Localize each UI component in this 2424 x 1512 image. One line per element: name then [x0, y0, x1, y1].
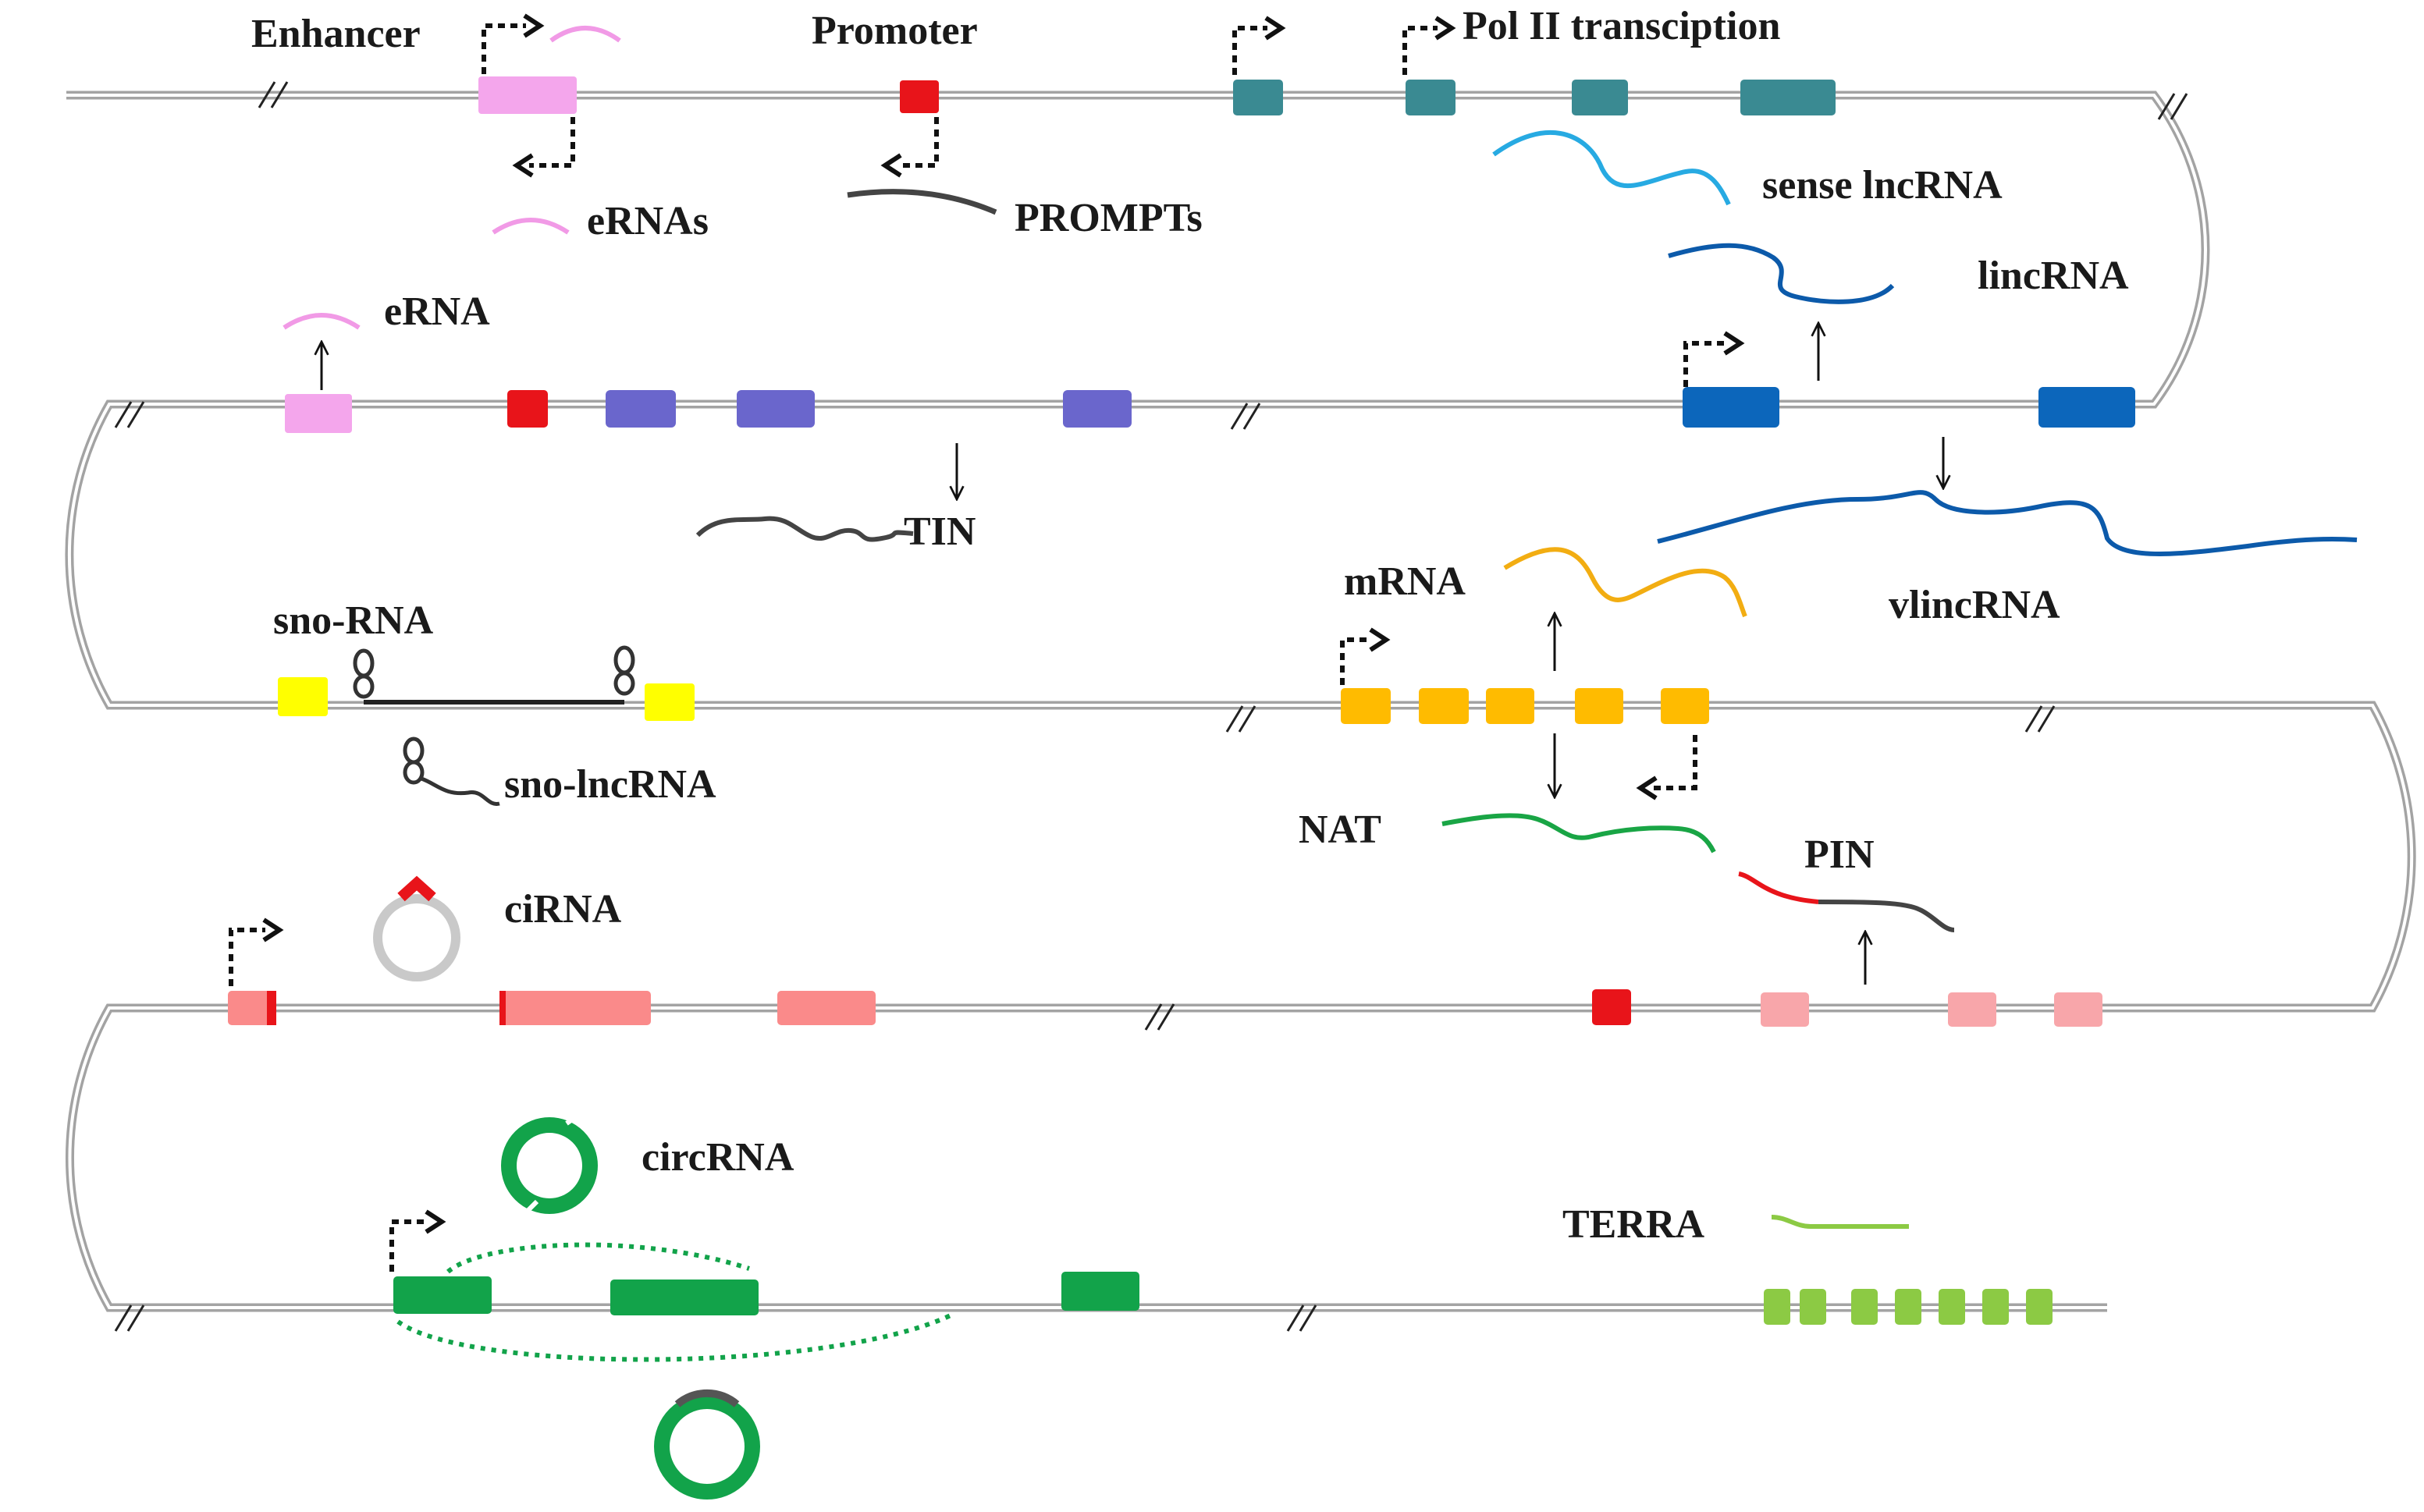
- pin-exon-1: [1761, 992, 1809, 1027]
- cirna-lariat-tail: [397, 875, 436, 902]
- circrna-ring-bottom: [654, 1393, 760, 1500]
- polii-exon-3: [1572, 80, 1628, 115]
- pin-promoter-block: [1592, 989, 1631, 1025]
- ci-exon-1: [228, 991, 276, 1025]
- circ-exon-1: [393, 1276, 492, 1314]
- nat-reverse-arrow: [1653, 735, 1697, 790]
- mrna-strand: [1503, 547, 1747, 618]
- mrna-exon-1: [1341, 688, 1391, 724]
- mrna-tss-arrow: [1340, 637, 1372, 685]
- enhancer-tss-arrow: [482, 23, 526, 74]
- erna-arc-bottom: [492, 218, 570, 235]
- circrna-bottom-intron: [674, 1389, 740, 1407]
- polii-exon-1: [1233, 80, 1283, 115]
- erna-label: eRNA: [384, 289, 490, 334]
- row-1: Enhancer Promoter Pol II transciption eR…: [251, 4, 2129, 304]
- sense-lncrna-label: sense lncRNA: [1762, 163, 2003, 208]
- sno-hairpin-right: [613, 645, 635, 696]
- tin-promoter-block: [507, 390, 548, 428]
- sno-exon-right: [645, 683, 695, 721]
- lincrna-tss-arrow: [1683, 341, 1726, 387]
- mrna-exon-4: [1575, 688, 1623, 724]
- promoter-reverse-arrow: [897, 117, 939, 168]
- pin-exon-3: [2054, 992, 2102, 1027]
- terra-label: TERRA: [1562, 1202, 1704, 1247]
- pin-label: PIN: [1804, 832, 1875, 877]
- prompts-label: PROMPTs: [1015, 196, 1203, 240]
- ci-exon-3: [777, 991, 876, 1025]
- tin-exon-3: [1063, 390, 1132, 428]
- circrna-ring-top: [501, 1117, 598, 1214]
- lincrna-exon-1: [1683, 387, 1779, 428]
- cirna-ring: [373, 894, 460, 981]
- row-3: sno-RNA sno-lncRNA mRNA NAT: [273, 547, 1747, 854]
- sno-hairpin-left: [353, 648, 375, 699]
- tin-rna-strand: [695, 516, 914, 542]
- cirna-label: ciRNA: [504, 887, 622, 932]
- enhancer-rna-arc-top: [549, 26, 621, 43]
- ernas-label: eRNAs: [587, 199, 709, 243]
- nat-label: NAT: [1299, 807, 1381, 852]
- pol-ii-label: Pol II transciption: [1463, 4, 1780, 48]
- lincrna-exon-2: [2038, 387, 2135, 428]
- pin-rna-grey: [1818, 900, 1955, 932]
- break-marks: [114, 81, 2188, 1332]
- polii-exon-4: [1740, 80, 1836, 115]
- erna-enhancer-block: [285, 394, 352, 433]
- promoter-label: Promoter: [812, 9, 978, 53]
- mrna-exon-3: [1486, 688, 1534, 724]
- tin-exon-2: [737, 390, 815, 428]
- enhancer-label: Enhancer: [251, 12, 421, 56]
- vlincrna-strand: [1657, 490, 2358, 556]
- ci-exon-2: [501, 991, 651, 1025]
- backsplice-top: [446, 1242, 750, 1274]
- row-4: ciRNA PIN: [228, 832, 2102, 1027]
- polii-exon-2: [1406, 80, 1455, 115]
- sno-rna-label: sno-RNA: [273, 598, 434, 643]
- telomere-repeats: [1764, 1289, 2053, 1325]
- erna-arc: [283, 313, 361, 330]
- tin-exon-1: [606, 390, 676, 428]
- row-2: eRNA TIN vlincRNA: [283, 289, 2358, 627]
- enhancer-reverse-arrow: [529, 117, 575, 168]
- mrna-exon-2: [1419, 688, 1469, 724]
- circ-tss-arrow: [389, 1219, 428, 1272]
- sno-lncrna-label: sno-lncRNA: [504, 762, 716, 807]
- backsplice-bottom: [396, 1313, 952, 1362]
- tin-label: TIN: [904, 509, 976, 554]
- mrna-label: mRNA: [1344, 559, 1466, 604]
- enhancer-block: [478, 76, 577, 114]
- circ-exon-3: [1061, 1272, 1139, 1311]
- polii-tss-arrow-2: [1402, 26, 1438, 75]
- circ-exon-2: [610, 1280, 759, 1315]
- nat-strand: [1441, 813, 1716, 854]
- polii-tss-arrow-1: [1232, 26, 1267, 75]
- ci-tss-arrow: [229, 928, 265, 986]
- circrna-label: circRNA: [642, 1135, 794, 1180]
- mrna-exon-5: [1661, 688, 1709, 724]
- lincrna-label: lincRNA: [1978, 254, 2129, 298]
- terra-strand: [1771, 1215, 1909, 1229]
- sno-exon-left: [278, 677, 328, 716]
- promoter-block: [900, 80, 939, 113]
- sense-lncrna-strand: [1492, 130, 1731, 206]
- pin-rna-red: [1738, 871, 1819, 904]
- pin-exon-2: [1948, 992, 1996, 1027]
- prompts-rna: [847, 189, 997, 215]
- sno-lncrna-glyph: [403, 736, 500, 806]
- vlincrna-label: vlincRNA: [1889, 583, 2060, 627]
- lincrna-strand: [1668, 243, 1895, 304]
- row-5: circRNA TERRA: [389, 1113, 2053, 1500]
- chromosome-track: [65, 91, 2416, 1312]
